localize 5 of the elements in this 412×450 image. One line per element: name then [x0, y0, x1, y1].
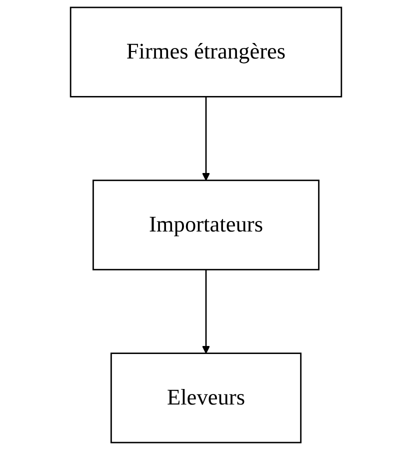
- node-box: Importateurs: [92, 180, 320, 270]
- node-box: Eleveurs: [110, 352, 302, 444]
- arrow: [202, 270, 210, 354]
- node-box: Firmes étrangères: [70, 6, 342, 98]
- arrow: [202, 96, 210, 181]
